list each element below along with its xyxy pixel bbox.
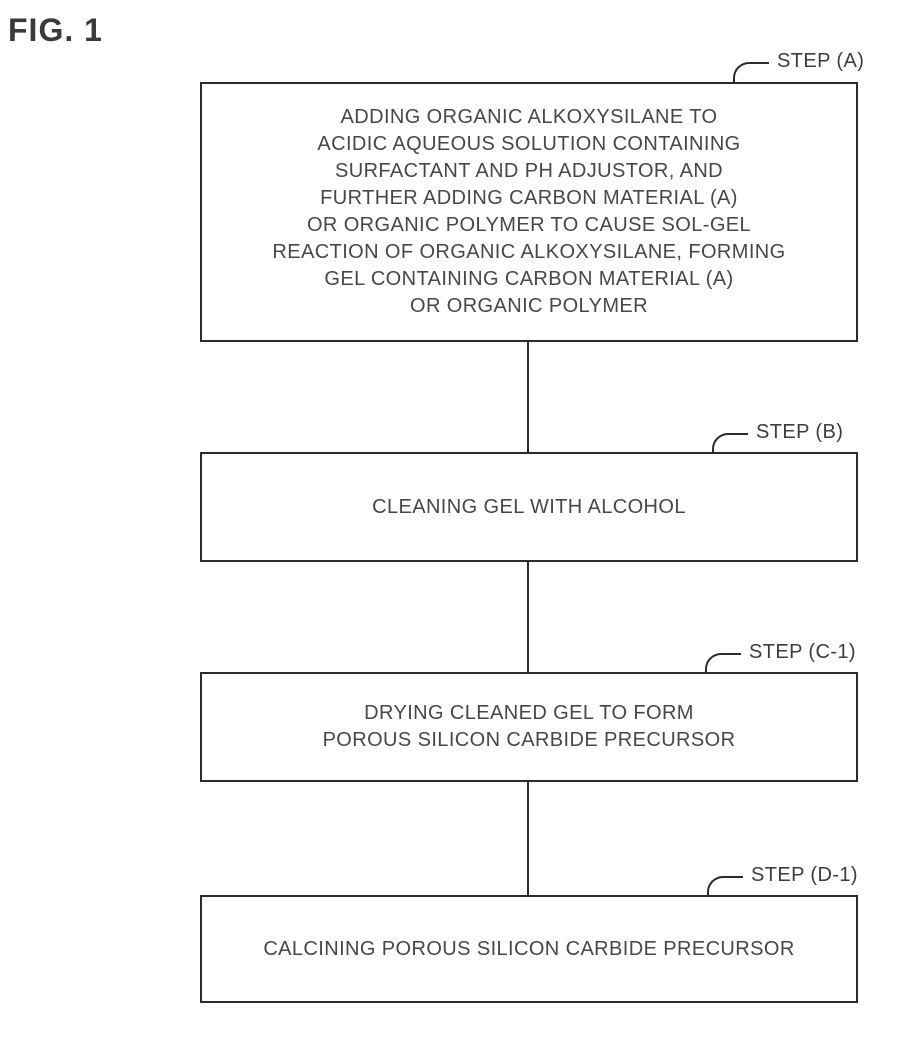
step-b-annotation: STEP (B)	[712, 421, 843, 452]
lead-line-icon	[707, 876, 743, 895]
step-b-box: CLEANING GEL WITH ALCOHOL	[200, 452, 858, 562]
step-c1-annotation: STEP (C-1)	[705, 641, 856, 672]
step-a-annotation: STEP (A)	[733, 50, 864, 82]
connector-line-b-c	[527, 560, 529, 672]
step-c1-label: STEP (C-1)	[749, 641, 856, 663]
step-d1-box: CALCINING POROUS SILICON CARBIDE PRECURS…	[200, 895, 858, 1003]
connector-line-c-d	[527, 780, 529, 895]
figure-label: FIG. 1	[8, 12, 103, 48]
step-c1-box: DRYING CLEANED GEL TO FORM POROUS SILICO…	[200, 672, 858, 782]
step-a-label: STEP (A)	[777, 50, 865, 72]
step-d1-label: STEP (D-1)	[751, 864, 858, 886]
step-b-label: STEP (B)	[756, 421, 844, 443]
step-d1-annotation: STEP (D-1)	[707, 864, 858, 895]
connector-line-a-b	[527, 340, 529, 452]
lead-line-icon	[705, 653, 741, 672]
lead-line-icon	[733, 62, 769, 82]
lead-line-icon	[712, 433, 748, 452]
step-a-box: ADDING ORGANIC ALKOXYSILANE TO ACIDIC AQ…	[200, 82, 858, 342]
